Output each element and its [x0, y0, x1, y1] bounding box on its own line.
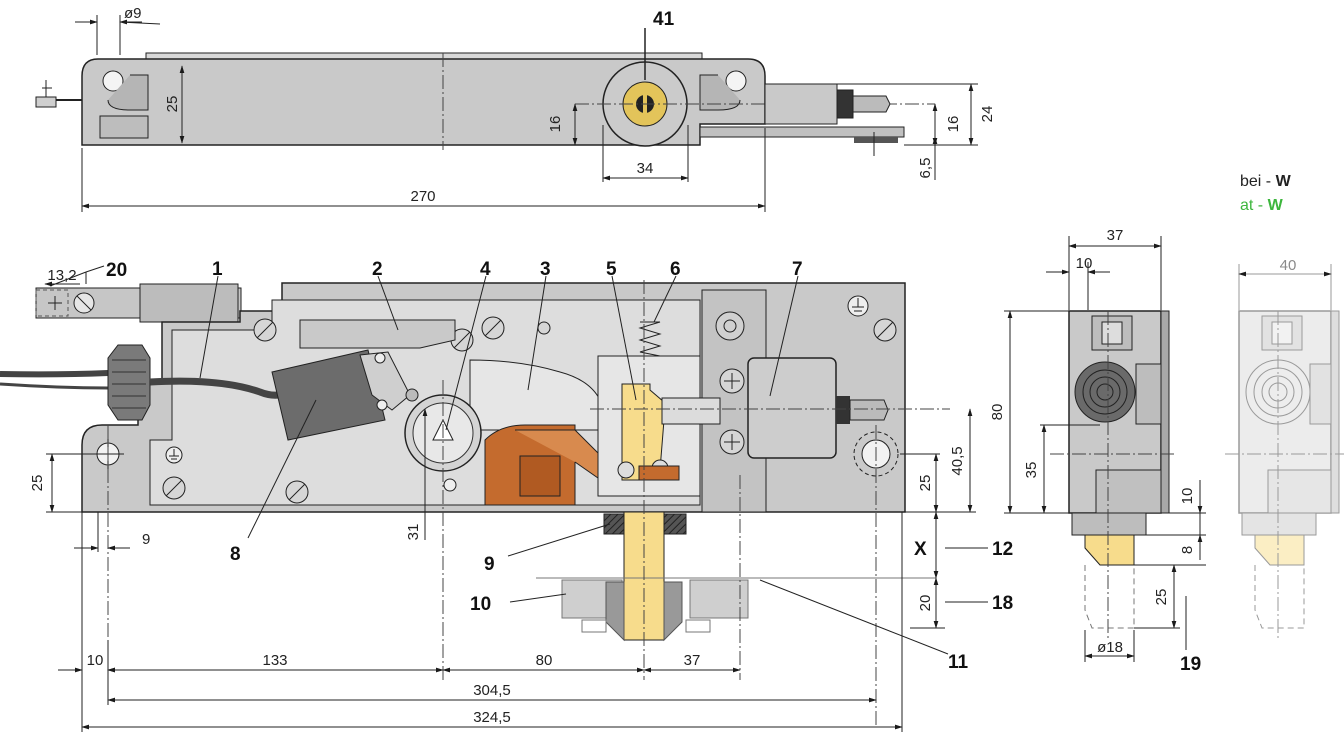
dim-top-axis-16: 16	[547, 116, 564, 133]
dim-side-35: 35	[1023, 462, 1040, 479]
callout-6: 6	[670, 259, 681, 280]
alt-side-view	[1225, 264, 1344, 640]
dim-side-37: 37	[1107, 227, 1124, 244]
callout-11: 11	[948, 652, 969, 673]
callout-x: X	[914, 539, 927, 560]
dim-bottom-304-5: 304,5	[473, 682, 511, 699]
dim-bottom-10: 10	[87, 652, 104, 669]
microswitch-8	[271, 349, 386, 441]
lever-2	[299, 319, 456, 349]
dim-left-25: 25	[29, 475, 46, 492]
legend-line-1: bei - W	[1240, 173, 1292, 190]
dim-alt-40: 40	[1280, 257, 1297, 274]
dim-bottom-133: 133	[262, 652, 287, 669]
dim-side-25: 25	[1153, 589, 1170, 606]
callout-12: 12	[992, 539, 1013, 560]
side-plunger	[1084, 534, 1135, 566]
solenoid-7	[747, 357, 837, 459]
front-cable-gland	[107, 344, 151, 421]
callout-41: 41	[653, 9, 675, 30]
dim-stroke-20: 20	[917, 595, 934, 612]
dim-side-10: 10	[1076, 255, 1093, 272]
callout-9: 9	[484, 554, 495, 575]
dim-bottom-80: 80	[536, 652, 553, 669]
mounting-plate-10	[536, 577, 936, 642]
ground-symbol-left-icon	[165, 446, 183, 464]
callout-18: 18	[992, 593, 1013, 614]
side-dimensions	[1004, 236, 1206, 662]
callout-8: 8	[230, 544, 241, 565]
dim-40-5: 40,5	[949, 446, 966, 475]
top-bushing	[764, 83, 838, 125]
dim-bottom-324-5: 324,5	[473, 709, 511, 726]
front-dimensions	[44, 265, 988, 732]
ground-symbol-right-icon	[847, 295, 869, 317]
top-left-hole	[102, 70, 124, 92]
dim-side-80: 80	[989, 404, 1006, 421]
dim-31: 31	[405, 524, 422, 541]
dim-top-right-24: 24	[979, 106, 996, 123]
callout-20: 20	[106, 260, 127, 281]
top-cover-strip	[145, 52, 703, 60]
top-dimensions	[75, 15, 978, 212]
callout-2: 2	[372, 259, 383, 280]
dim-right-25: 25	[917, 475, 934, 492]
spring-6	[638, 321, 662, 357]
callout-19: 19	[1180, 654, 1201, 675]
legend-line-2: at - W	[1240, 197, 1284, 214]
callout-1: 1	[212, 259, 223, 280]
top-right-hole	[725, 70, 747, 92]
dim-13-2: 13,2	[47, 267, 76, 284]
side-collar	[1071, 512, 1147, 536]
callout-7: 7	[792, 259, 803, 280]
dim-top-right-16: 16	[945, 116, 962, 133]
dim-bottom-37: 37	[684, 652, 701, 669]
dim-top-height-25: 25	[164, 96, 181, 113]
dim-side-10b: 10	[1179, 488, 1196, 505]
dim-side-dia-18: ø18	[1097, 639, 1123, 656]
side-bellows	[1074, 361, 1136, 423]
callout-4: 4	[480, 259, 491, 280]
callout-5: 5	[606, 259, 617, 280]
dim-top-offset-65: 6,5	[917, 158, 934, 179]
screws	[162, 316, 897, 504]
dim-top-hub-34: 34	[637, 160, 654, 177]
dim-side-8: 8	[1179, 546, 1196, 554]
dim-top-length-270: 270	[410, 188, 435, 205]
top-view	[35, 52, 935, 156]
front-view	[0, 280, 950, 725]
dim-top-hole-dia: ø9	[124, 5, 142, 22]
side-view	[1050, 310, 1175, 640]
callout-3: 3	[540, 259, 551, 280]
legend: bei - W at - W	[1240, 173, 1292, 214]
top-base-plate	[699, 126, 905, 138]
callout-10: 10	[470, 594, 491, 615]
dim-9: 9	[142, 531, 150, 548]
